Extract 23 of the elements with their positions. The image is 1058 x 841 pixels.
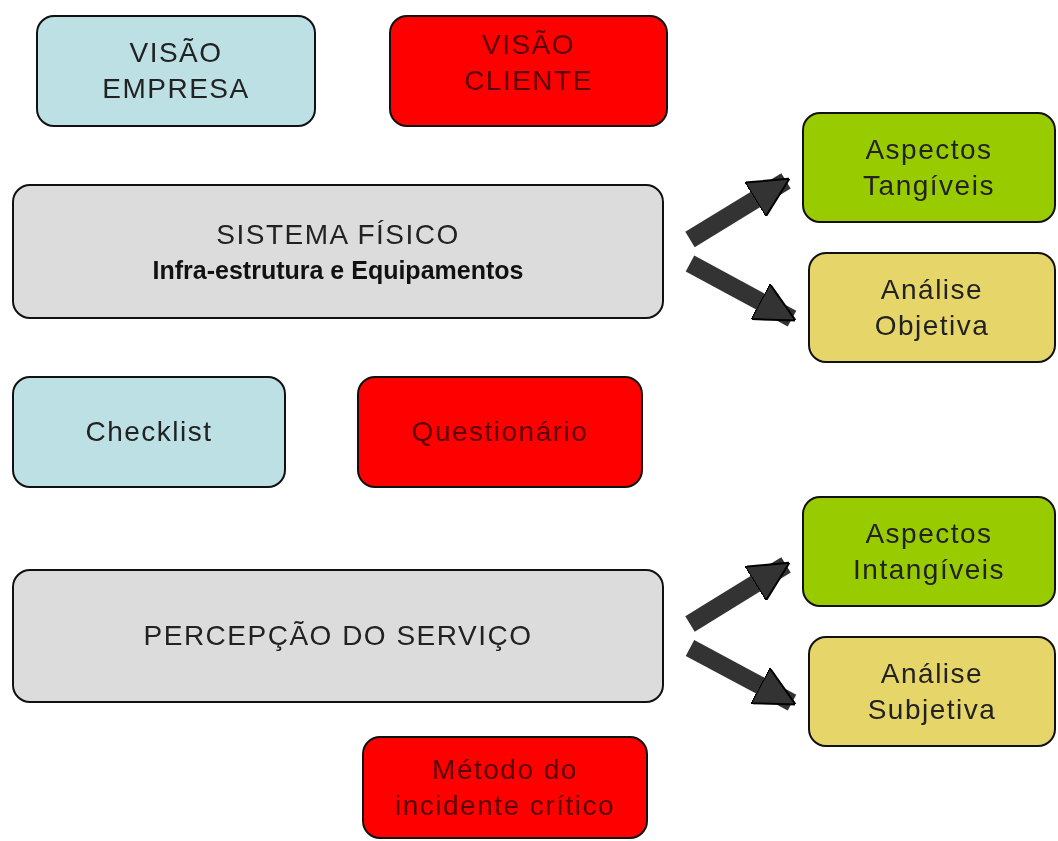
concept-box [802, 496, 1056, 607]
box-label: Análise Objetiva [873, 272, 991, 343]
box-label: Análise Subjetiva [866, 656, 998, 727]
method-box [362, 736, 648, 839]
box-label: VISÃO EMPRESA [101, 36, 251, 106]
box-label: PERCEPÇÃO DO SERVIÇO [143, 619, 533, 653]
box-label: SISTEMA FÍSICO [216, 217, 460, 252]
box-label: Método do incidente crítico [393, 752, 616, 823]
box-subtitle: Infra-estrutura e Equipamentos [152, 254, 524, 286]
method-box [357, 376, 643, 488]
concept-box [12, 184, 664, 319]
concept-box [802, 112, 1056, 223]
concept-box [808, 252, 1056, 363]
box-label: Questionário [411, 415, 589, 449]
box-label: Aspectos Tangíveis [862, 132, 996, 203]
concept-box [808, 636, 1056, 747]
concept-box [12, 376, 286, 488]
concept-box [12, 569, 664, 703]
method-box [389, 15, 668, 127]
box-label: Aspectos Intangíveis [852, 516, 1006, 587]
box-label: Checklist [85, 415, 213, 449]
box-label: VISÃO CLIENTE [463, 28, 594, 98]
concept-box [36, 15, 316, 127]
